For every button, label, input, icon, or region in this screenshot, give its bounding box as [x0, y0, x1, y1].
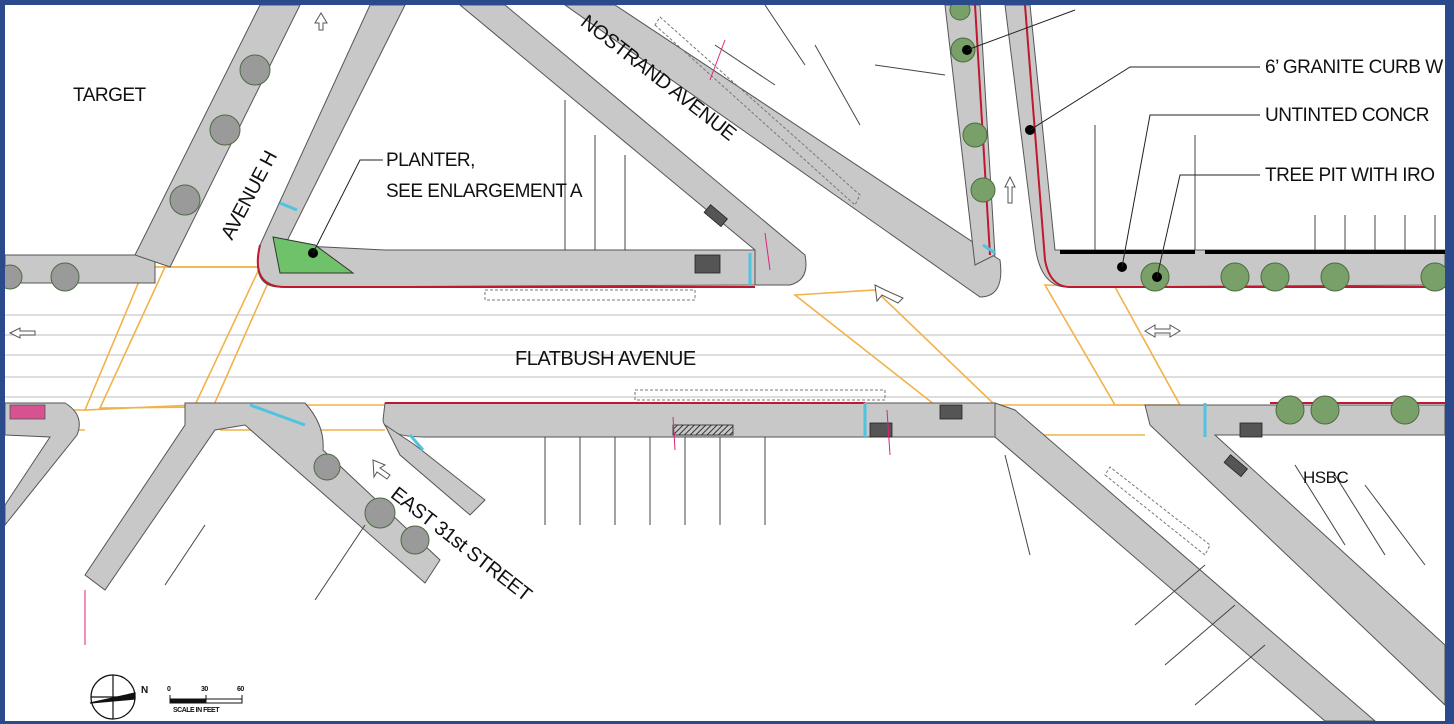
label-target: TARGET	[73, 85, 146, 106]
roadway-lane-lines	[5, 314, 1445, 398]
dashed-zones	[484, 16, 1211, 556]
callout-leaders	[312, 9, 1260, 278]
north-label: N	[141, 685, 148, 696]
scale-bar	[169, 695, 243, 704]
curb-ramps	[249, 201, 1207, 451]
site-plan-map: TARGET AVENUE H NOSTRAND AVENUE FLATBUSH…	[5, 5, 1445, 721]
scale-tick-0: 0	[167, 686, 171, 693]
signage-boxes	[9, 204, 1263, 478]
property-lines	[164, 5, 1436, 706]
callout-tree-pit: TREE PIT WITH IRO	[1265, 165, 1435, 186]
label-planter-line2: SEE ENLARGEMENT A	[386, 181, 583, 202]
label-flatbush-avenue: FLATBUSH AVENUE	[515, 348, 696, 370]
callout-granite-curb: 6’ GRANITE CURB W	[1265, 57, 1443, 78]
label-hsbc: HSBC	[1303, 468, 1349, 487]
north-arrow	[89, 674, 136, 720]
scale-tick-60: 60	[237, 686, 244, 693]
scale-tick-30: 30	[201, 686, 208, 693]
label-planter-line1: PLANTER,	[386, 150, 475, 171]
street-plan-drawing	[5, 5, 1445, 721]
scale-caption: SCALE IN FEET	[173, 707, 220, 714]
street-trees	[5, 5, 1445, 555]
pink-annotations	[84, 39, 891, 645]
callout-untinted-concrete: UNTINTED CONCR	[1265, 105, 1430, 126]
traffic-arrows	[8, 12, 1181, 480]
sidewalks	[5, 5, 1445, 721]
